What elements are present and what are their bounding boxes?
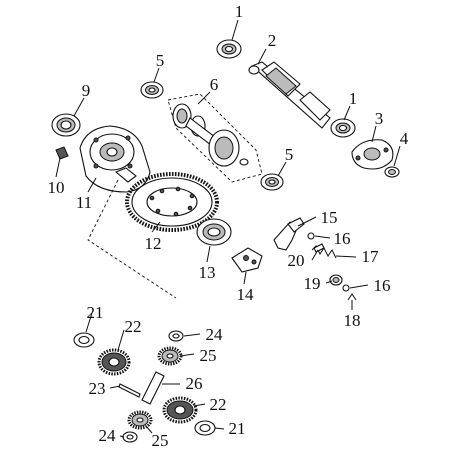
ring-gear-12 — [125, 172, 219, 232]
callout-labels: 1 2 1 3 4 5 6 5 9 10 11 12 13 14 15 16 1… — [48, 2, 409, 450]
callout-25-upper: 25 — [200, 346, 217, 365]
input-shaft-2 — [248, 61, 331, 129]
clip-18 — [347, 293, 357, 301]
callout-15: 15 — [321, 208, 338, 227]
washer-24-upper — [168, 330, 184, 342]
callout-2: 2 — [268, 31, 277, 50]
shift-fork-15 — [273, 217, 305, 251]
pin-16-a — [307, 232, 315, 240]
bearing-5-lower — [260, 173, 284, 191]
bearing-13 — [196, 218, 232, 246]
callout-21-upper: 21 — [87, 303, 104, 322]
callout-9: 9 — [82, 81, 91, 100]
callout-6: 6 — [210, 75, 219, 94]
callout-25-lower: 25 — [152, 431, 169, 450]
callout-21-lower: 21 — [229, 419, 246, 438]
callout-20: 20 — [288, 251, 305, 270]
callout-16-lower: 16 — [374, 276, 391, 295]
countershaft-group-6 — [167, 93, 263, 183]
assembly-leader — [87, 179, 177, 299]
shift-selector-14 — [231, 247, 263, 273]
lock-pin-23 — [118, 383, 141, 398]
seal-ring-9 — [51, 113, 81, 137]
callout-5-lower: 5 — [285, 145, 294, 164]
callout-22-lower: 22 — [210, 395, 227, 414]
differential-case-11 — [79, 125, 151, 193]
callout-13: 13 — [199, 263, 216, 282]
callout-23: 23 — [89, 379, 106, 398]
callout-22-upper: 22 — [125, 317, 142, 336]
callout-5-upper: 5 — [156, 51, 165, 70]
callout-16-upper: 16 — [334, 229, 351, 248]
callout-24-upper: 24 — [206, 325, 224, 344]
callout-11: 11 — [76, 193, 92, 212]
pinion-shaft-26 — [141, 371, 165, 405]
bearing-1-mid — [330, 118, 356, 138]
lever-19 — [329, 274, 343, 286]
leader-lines — [55, 19, 401, 438]
callout-18: 18 — [344, 311, 361, 330]
side-gear-22-upper — [97, 348, 131, 376]
oil-seal-4 — [384, 166, 400, 178]
bolt-10 — [55, 146, 69, 160]
callout-1-top: 1 — [235, 2, 244, 21]
side-gear-22-lower — [162, 396, 198, 424]
callout-4: 4 — [400, 129, 409, 148]
callout-17: 17 — [362, 247, 380, 266]
bearing-1-top — [216, 39, 242, 59]
callout-14: 14 — [237, 285, 255, 304]
callout-24-lower: 24 — [99, 426, 117, 445]
pin-16-b — [342, 284, 350, 292]
detent-pin-20 — [313, 243, 325, 253]
callout-1-mid: 1 — [349, 89, 358, 108]
callout-19: 19 — [304, 274, 321, 293]
bearing-cover-3 — [351, 139, 394, 170]
thrust-washer-21-upper — [73, 332, 95, 348]
washer-24-lower — [122, 431, 138, 443]
pinion-gear-25-lower — [127, 410, 153, 430]
callout-3: 3 — [375, 109, 384, 128]
pinion-gear-25-upper — [157, 346, 183, 366]
bearing-5-upper — [140, 81, 164, 99]
callout-10: 10 — [48, 178, 65, 197]
callout-26: 26 — [186, 374, 203, 393]
callout-12: 12 — [145, 234, 162, 253]
thrust-washer-21-lower — [194, 420, 216, 436]
